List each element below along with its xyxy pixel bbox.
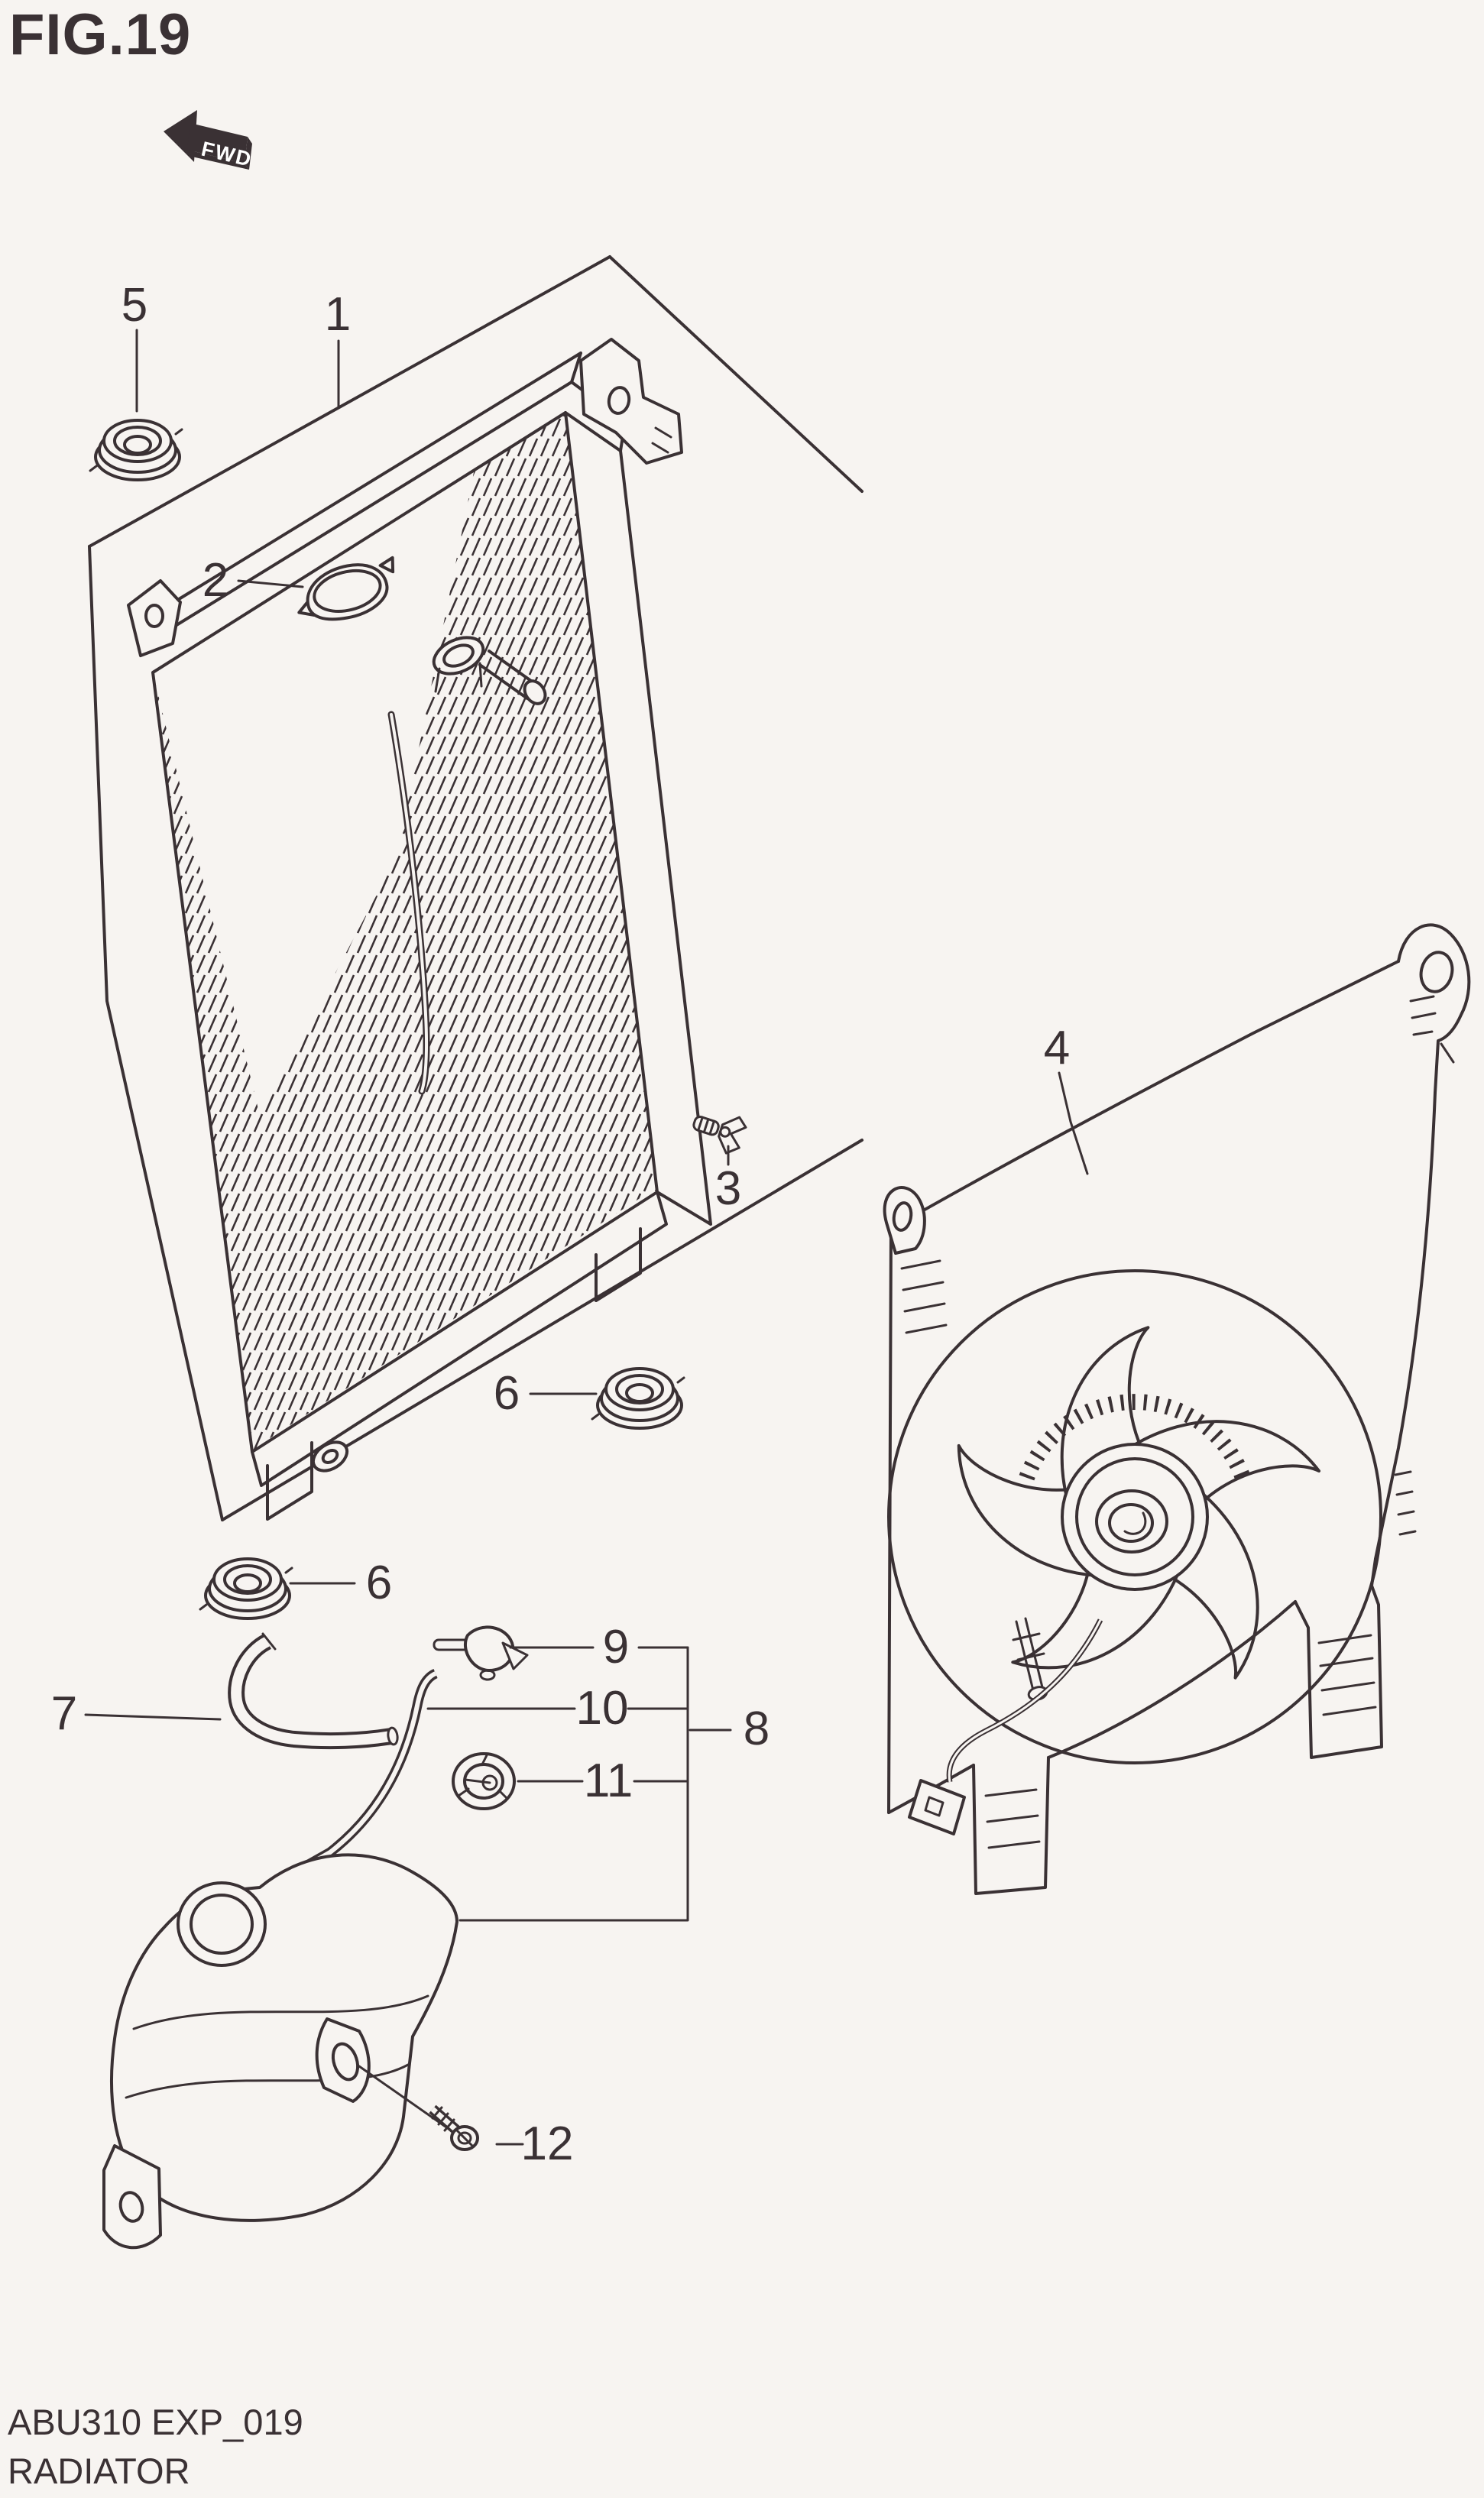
grommet-6-upper [591, 1367, 685, 1430]
callout-12: 12 [520, 2117, 574, 2170]
callout-11: 11 [583, 1754, 633, 1807]
callout-2: 2 [202, 554, 229, 607]
callout-10: 10 [575, 1682, 629, 1735]
fwd-arrow-icon: FWD [164, 110, 254, 171]
callout-3: 3 [714, 1162, 742, 1215]
radiator-cap-drawing [297, 556, 395, 621]
callout-1: 1 [324, 288, 352, 341]
callout-6-upper: 6 [493, 1367, 520, 1420]
hose-clamp-drawing [452, 1752, 516, 1810]
callout-5: 5 [121, 279, 148, 332]
footer-title: RADIATOR [8, 2451, 190, 2491]
reservoir-tank-drawing [102, 1853, 458, 2250]
fan-shroud-drawing [883, 923, 1471, 1895]
radiator-drawing [127, 338, 712, 1521]
screw-drawing [429, 2104, 479, 2151]
callout-9: 9 [602, 1621, 630, 1673]
callout-7: 7 [50, 1687, 78, 1740]
grommet-6-lower [199, 1557, 293, 1620]
reservoir-hose-drawing [228, 1632, 399, 1750]
figure-title: FIG.19 [9, 2, 192, 67]
grommet-5 [89, 419, 183, 481]
bleeder-plug-drawing [433, 1625, 529, 1681]
leader-lines [84, 329, 1089, 2146]
fan-blades [957, 1326, 1320, 1680]
callout-8: 8 [743, 1703, 770, 1755]
callout-6-lower: 6 [365, 1557, 393, 1609]
callout-4: 4 [1043, 1022, 1071, 1074]
footer-code: ABU310 EXP_019 [8, 2402, 303, 2442]
overflow-pipe-drawing [281, 1669, 439, 1883]
drain-plug-drawing [692, 1116, 747, 1155]
